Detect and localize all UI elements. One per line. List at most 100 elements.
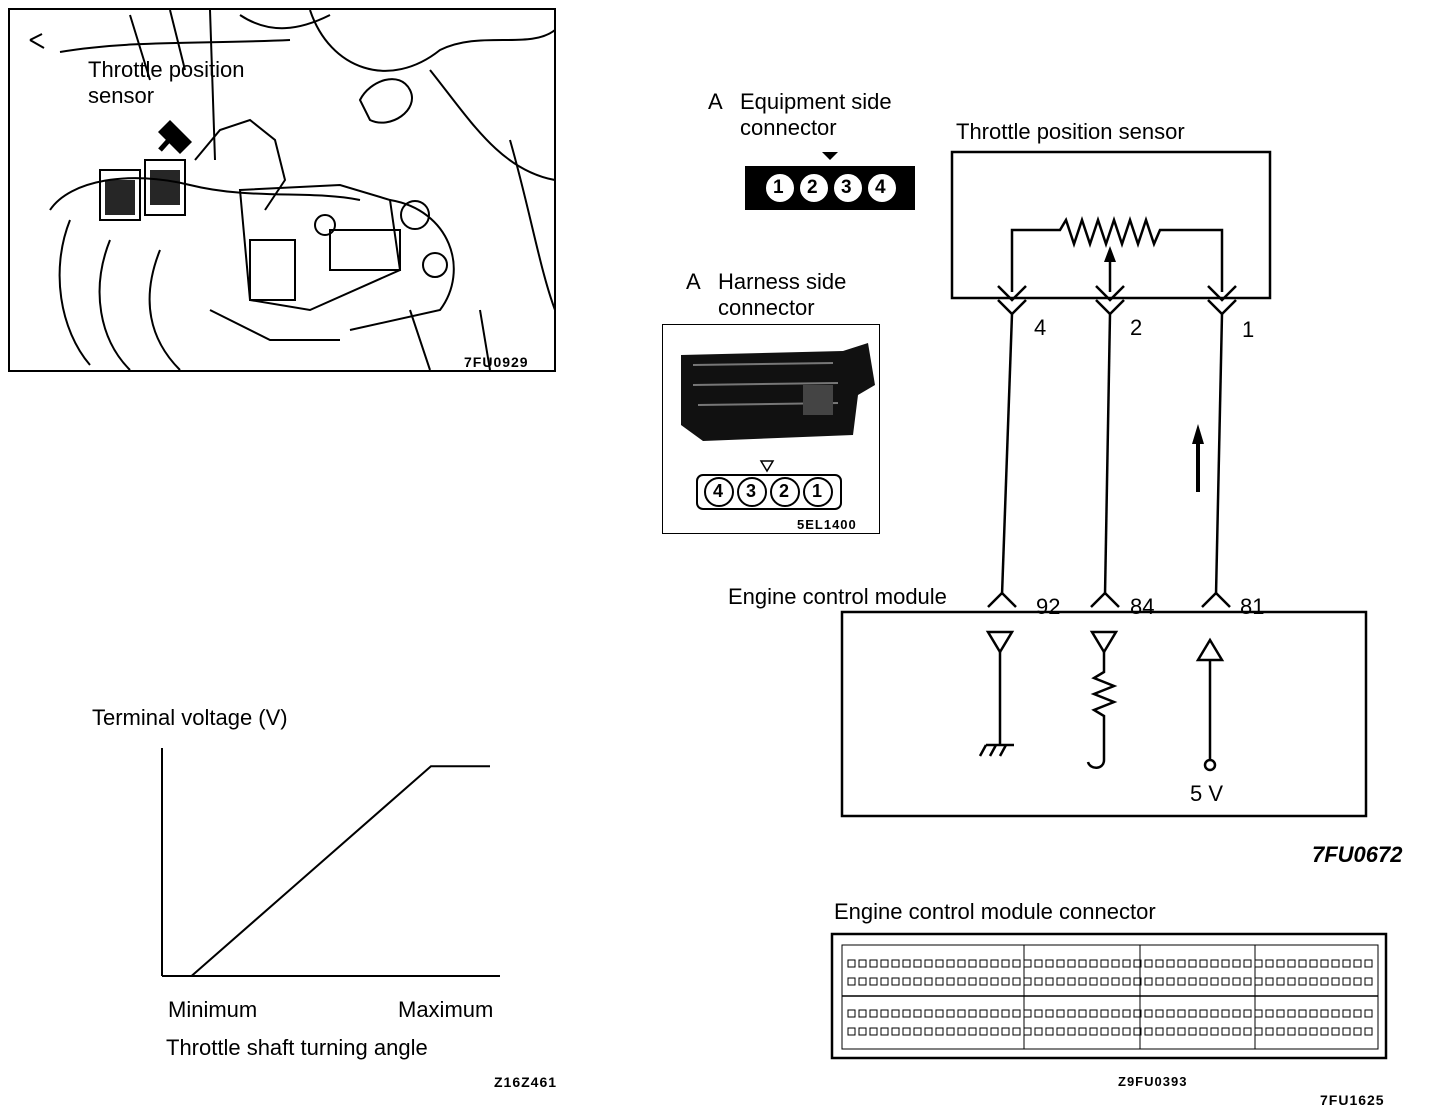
- ecm-pin: [1045, 959, 1054, 968]
- ecm-pin: [1089, 1009, 1098, 1018]
- ecm-pin: [1144, 959, 1153, 968]
- ecm-pin: [1287, 1009, 1296, 1018]
- ecm-pin: [1001, 977, 1010, 986]
- ecm-pin: [1254, 959, 1263, 968]
- ecm-pin: [990, 977, 999, 986]
- ecm-pin: [1265, 977, 1274, 986]
- ecm-pin: [990, 1009, 999, 1018]
- ecm-pin: [1276, 959, 1285, 968]
- ecm-connector-outline: [830, 932, 1388, 1060]
- ecm-pin: [1243, 977, 1252, 986]
- ecm-pin: [1331, 959, 1340, 968]
- harness-connector-title-line1: Harness side: [718, 269, 847, 294]
- ecm-pin: [924, 977, 933, 986]
- ecm-pin: [924, 959, 933, 968]
- sensor-photo-label-line2: sensor: [88, 83, 155, 108]
- ecm-pin: [913, 1009, 922, 1018]
- ecm-pin: [1144, 977, 1153, 986]
- ecm-pin: [1067, 959, 1076, 968]
- ecm-pin: [1210, 1027, 1219, 1036]
- ecm-pin: [1177, 1027, 1186, 1036]
- ecm-pin: [1056, 977, 1065, 986]
- ecm-pin: [957, 959, 966, 968]
- ecm-pin: [979, 1009, 988, 1018]
- ecm-pin: [858, 977, 867, 986]
- ecm-pin: [891, 1027, 900, 1036]
- chart-xtick-maximum: Maximum: [398, 997, 494, 1022]
- ecm-pin: [1309, 1009, 1318, 1018]
- ecm-pin: [1166, 959, 1175, 968]
- ecm-pin: [1155, 977, 1164, 986]
- ecm-pin: [1364, 1009, 1373, 1018]
- ecm-pin: [869, 977, 878, 986]
- ecm-pin: [1045, 1009, 1054, 1018]
- ecm-pin: [902, 1009, 911, 1018]
- ecm-pin: [979, 977, 988, 986]
- ecm-pin: [913, 959, 922, 968]
- ecm-pin: [968, 977, 977, 986]
- supply-voltage: 5 V: [1190, 781, 1224, 806]
- ecm-pin: [858, 1027, 867, 1036]
- ecm-pin: [1034, 1009, 1043, 1018]
- equipment-pin-1: 1: [773, 177, 784, 198]
- harness-connector-code: 5EL1400: [797, 517, 857, 532]
- ecm-pin: [1177, 977, 1186, 986]
- ecm-pin: [1331, 1009, 1340, 1018]
- ecm-pin: [1089, 1027, 1098, 1036]
- ecm-pin: [1067, 1027, 1076, 1036]
- ecm-pin: [1111, 1009, 1120, 1018]
- sensor-title: Throttle position sensor: [956, 119, 1185, 144]
- chart-xlabel: Throttle shaft turning angle: [166, 1035, 428, 1060]
- ecm-pin: [1331, 977, 1340, 986]
- ecm-pin: [1034, 959, 1043, 968]
- ecm-pin: [1287, 977, 1296, 986]
- ecm-pin: [891, 977, 900, 986]
- ecm-pin: [1100, 1009, 1109, 1018]
- chart-ylabel: Terminal voltage (V): [92, 705, 288, 730]
- ecm-pin: [1320, 1009, 1329, 1018]
- ecm-pin: [1353, 977, 1362, 986]
- ecm-pin: [902, 1027, 911, 1036]
- ecm-pin: [979, 1027, 988, 1036]
- ecm-pin: [880, 1009, 889, 1018]
- ecm-pin: [1155, 959, 1164, 968]
- ecm-pin: [1210, 977, 1219, 986]
- ecm-pin: [1320, 977, 1329, 986]
- current-arrow: [1192, 424, 1204, 444]
- ecm-pin: [1100, 1027, 1109, 1036]
- ecm-pin: [957, 1027, 966, 1036]
- ecm-pin: [1276, 1009, 1285, 1018]
- ecm-pin: [1353, 959, 1362, 968]
- ecm-pin: [1243, 1027, 1252, 1036]
- ecm-pin: [1133, 1027, 1142, 1036]
- circuit-code: 7FU0672: [1312, 842, 1403, 867]
- ecm-pin: [1287, 1027, 1296, 1036]
- equipment-connector-title-line2: connector: [740, 115, 837, 140]
- ecm-pin: [1331, 1027, 1340, 1036]
- ecm-pin: [1309, 977, 1318, 986]
- ecm-pin: [880, 1027, 889, 1036]
- ecm-pin: [1188, 977, 1197, 986]
- harness-pin-1: 1: [812, 481, 823, 501]
- ecm-pin: [1133, 959, 1142, 968]
- ecm-pin: [880, 977, 889, 986]
- ecm-pin: [979, 959, 988, 968]
- sensor-photo-panel: Throttle position sensor 7FU0929: [8, 8, 556, 372]
- module-title: Engine control module: [728, 584, 947, 609]
- chart-code: Z16Z461: [494, 1074, 558, 1090]
- ecm-pin: [1001, 1027, 1010, 1036]
- ecm-pin: [935, 1027, 944, 1036]
- ecm-pin: [1188, 1009, 1197, 1018]
- ecm-pin: [869, 959, 878, 968]
- ecm-pin: [1111, 1027, 1120, 1036]
- ecm-pin: [946, 977, 955, 986]
- ecm-pin: [847, 1009, 856, 1018]
- ecm-pin: [1210, 959, 1219, 968]
- ecm-pin: [1287, 959, 1296, 968]
- ecm-pin: [1056, 1027, 1065, 1036]
- ecm-pin: [1122, 959, 1131, 968]
- ecm-pin: [990, 1027, 999, 1036]
- ecm-pin: [968, 959, 977, 968]
- ecm-pin: [1089, 977, 1098, 986]
- sensor-terminal-2: 2: [1130, 315, 1143, 340]
